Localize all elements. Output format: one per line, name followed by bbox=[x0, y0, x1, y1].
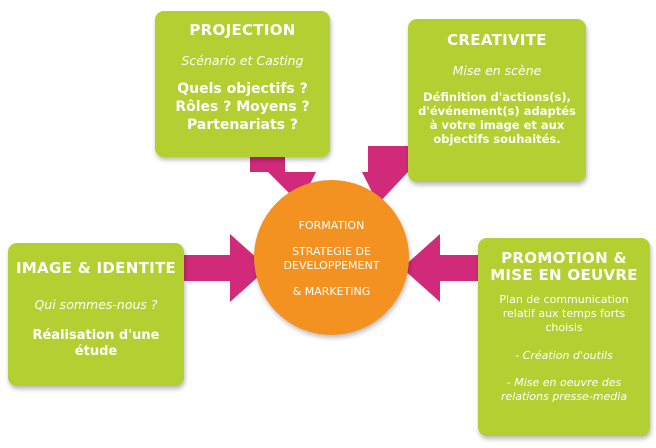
projection-title: PROJECTION bbox=[189, 21, 296, 39]
projection-subtitle: Scénario et Casting bbox=[181, 53, 304, 68]
center-circle: FORMATION STRATEGIE DE DEVELOPPEMENT & M… bbox=[254, 180, 409, 335]
projection-line-3: Partenariats ? bbox=[186, 117, 298, 133]
promotion-item-1: - Création d'outils bbox=[515, 349, 613, 362]
promotion-title-line-2: MISE EN OEUVRE bbox=[490, 266, 638, 284]
center-strategie: STRATEGIE DE DEVELOPPEMENT bbox=[283, 245, 380, 272]
promotion-body-line-2: relatif aux temps forts bbox=[502, 307, 626, 320]
image-identite-box: IMAGE & IDENTITE Qui sommes-nous ? Réali… bbox=[8, 243, 184, 386]
arrow-promotion bbox=[402, 234, 480, 302]
creativite-line-4: objectifs souhaités. bbox=[433, 132, 561, 146]
promotion-box: PROMOTION & MISE EN OEUVRE Plan de commu… bbox=[478, 238, 650, 436]
projection-questions: Quels objectifs ? Rôles ? Moyens ? Parte… bbox=[155, 80, 330, 134]
image-line-2: étude bbox=[74, 344, 118, 359]
promotion-body-line-3: choisis bbox=[545, 321, 583, 334]
creativite-line-3: à votre image et aux bbox=[429, 118, 565, 132]
center-marketing: & MARKETING bbox=[292, 285, 371, 298]
creativite-line-1: Définition d'actions(s), bbox=[423, 90, 571, 104]
creativite-box: CREATIVITE Mise en scène Définition d'ac… bbox=[408, 19, 586, 182]
image-title: IMAGE & IDENTITE bbox=[15, 259, 177, 277]
promotion-body-line-1: Plan de communication bbox=[499, 293, 629, 306]
projection-line-1: Quels objectifs ? bbox=[177, 81, 308, 97]
arrow-creativite bbox=[362, 146, 408, 204]
promotion-item-2-line-2: relations presse-media bbox=[500, 390, 628, 403]
promotion-title: PROMOTION & MISE EN OEUVRE bbox=[478, 250, 650, 284]
image-text: Réalisation d'une étude bbox=[8, 328, 184, 360]
creativite-title: CREATIVITE bbox=[447, 31, 547, 49]
promotion-item-2-line-1: - Mise en oeuvre des bbox=[506, 376, 622, 389]
promotion-item-2: - Mise en oeuvre des relations presse-me… bbox=[478, 376, 650, 404]
projection-box: PROJECTION Scénario et Casting Quels obj… bbox=[155, 11, 330, 157]
center-formation: FORMATION bbox=[298, 219, 365, 232]
creativite-subtitle: Mise en scène bbox=[452, 63, 542, 78]
creativite-line-2: d'événement(s) adaptés bbox=[418, 104, 576, 118]
image-line-1: Réalisation d'une bbox=[32, 328, 160, 343]
image-subtitle: Qui sommes-nous ? bbox=[34, 297, 158, 312]
creativite-text: Définition d'actions(s), d'événement(s) … bbox=[408, 90, 586, 146]
promotion-title-line-1: PROMOTION & bbox=[501, 249, 627, 267]
promotion-body: Plan de communication relatif aux temps … bbox=[478, 293, 650, 335]
projection-line-2: Rôles ? Moyens ? bbox=[175, 99, 310, 115]
arrow-image bbox=[184, 234, 268, 302]
